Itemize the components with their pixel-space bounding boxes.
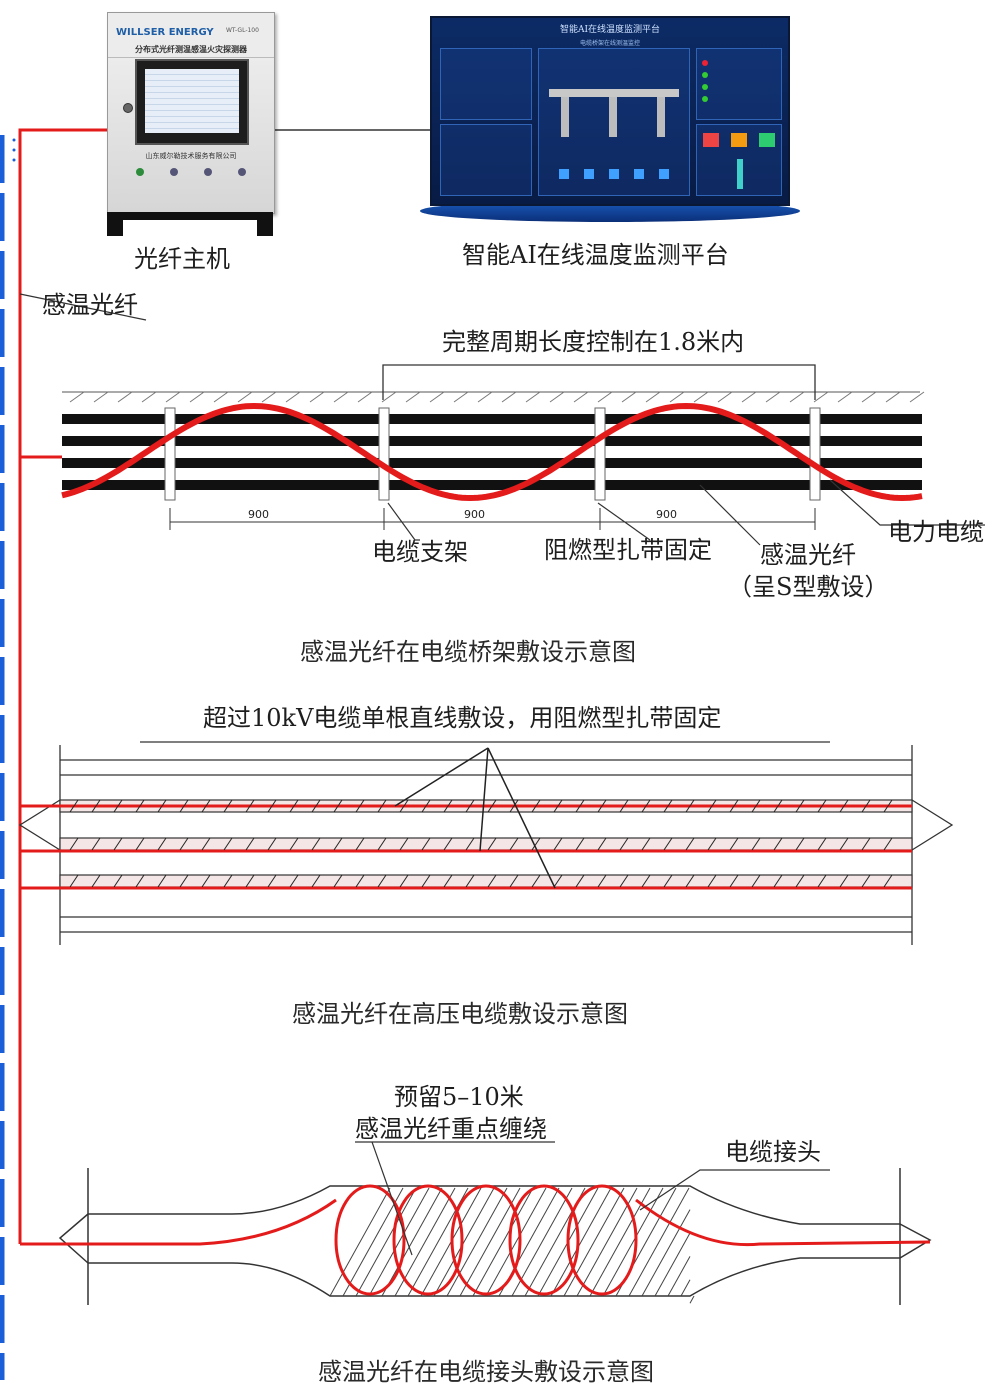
indicator-light-icon [136, 168, 144, 176]
period-bracket [382, 364, 816, 400]
period-label: 完整周期长度控制在1.8米内 [442, 328, 745, 356]
joint-note-line1: 预留5–10米 [394, 1083, 524, 1111]
indicator-light-icon [170, 168, 178, 176]
cabinet-screen [135, 59, 249, 145]
cable-brackets [164, 407, 821, 501]
bracket-label: 电缆支架 [372, 538, 468, 566]
fiber-s-sublabel: （呈S型敷设） [728, 573, 889, 601]
monitor-panel-left-top [440, 48, 532, 120]
monitor-title: 智能AI在线温度监测平台 [559, 25, 661, 35]
leader-lines-2 [394, 747, 556, 889]
monitor-panel-center [538, 48, 690, 196]
diagram3-caption: 感温光纤在电缆接头敷设示意图 [318, 1358, 654, 1386]
fiber-s-curve [61, 402, 923, 502]
monitor-subtitle: 电缆桥架在线测温监控 [579, 40, 640, 47]
joint-note-line2: 感温光纤重点缠绕 [355, 1115, 547, 1143]
platform-label: 智能AI在线温度监测平台 [462, 241, 729, 269]
cabinet-company: 山东威尔勒技术服务有限公司 [145, 152, 237, 160]
fiber-label-underline [19, 293, 147, 321]
tray-hatch [62, 391, 925, 403]
cabinet-brand-logo: WILLSER ENERGY [116, 27, 214, 38]
leader-lines-1 [387, 479, 985, 546]
main-fiber-trunk [18, 128, 107, 1244]
joint-outline [58, 1168, 932, 1305]
hv-fibers [20, 804, 912, 890]
spacing-label-3: 900 [656, 508, 677, 521]
power-cable-label: 电力电缆 [888, 518, 984, 546]
cabinet-header [108, 13, 274, 58]
fiber-trunk-label: 感温光纤 [42, 291, 138, 319]
hv-ties [69, 799, 893, 888]
spacing-label-1: 900 [248, 508, 269, 521]
diagram2-caption: 感温光纤在高压电缆敷设示意图 [292, 1000, 628, 1028]
cabinet-title: 分布式光纤测温感温火灾探测器 [135, 44, 247, 54]
indicator-light-icon [238, 168, 246, 176]
fiber-host-cabinet: WILLSER ENERGY WT-GL-100 分布式光纤测温感温火灾探测器 … [107, 12, 275, 214]
monitor-panel-right-top [696, 48, 782, 120]
monitoring-platform-screen: 智能AI在线温度监测平台 电缆桥架在线测温监控 [430, 16, 790, 206]
joint-label: 电缆接头 [725, 1138, 821, 1166]
leader-lines-3 [371, 1141, 830, 1256]
joint-hatch [329, 1187, 695, 1304]
cabinet-base [107, 212, 273, 236]
left-frame-dots [12, 138, 16, 162]
power-cables [62, 414, 922, 490]
monitor-panel-right-bottom [696, 124, 782, 196]
fiber-host-label: 光纤主机 [134, 245, 230, 273]
spacing-label-2: 900 [464, 508, 485, 521]
bridge-icon [549, 89, 679, 179]
fiber-s-label: 感温光纤 [760, 541, 856, 569]
cabinet-model: WT-GL-100 [226, 27, 259, 34]
joint-coil [20, 1184, 931, 1296]
diagram1-caption: 感温光纤在电缆桥架敷设示意图 [300, 638, 636, 666]
lock-icon [123, 103, 133, 113]
indicator-light-icon [204, 168, 212, 176]
dimension-line [169, 508, 816, 530]
tie-label: 阻燃型扎带固定 [544, 536, 712, 564]
monitor-panel-left-bottom [440, 124, 532, 196]
hv-cables [59, 799, 913, 888]
hv-note: 超过10kV电缆单根直线敷设，用阻燃型扎带固定 [203, 704, 722, 732]
